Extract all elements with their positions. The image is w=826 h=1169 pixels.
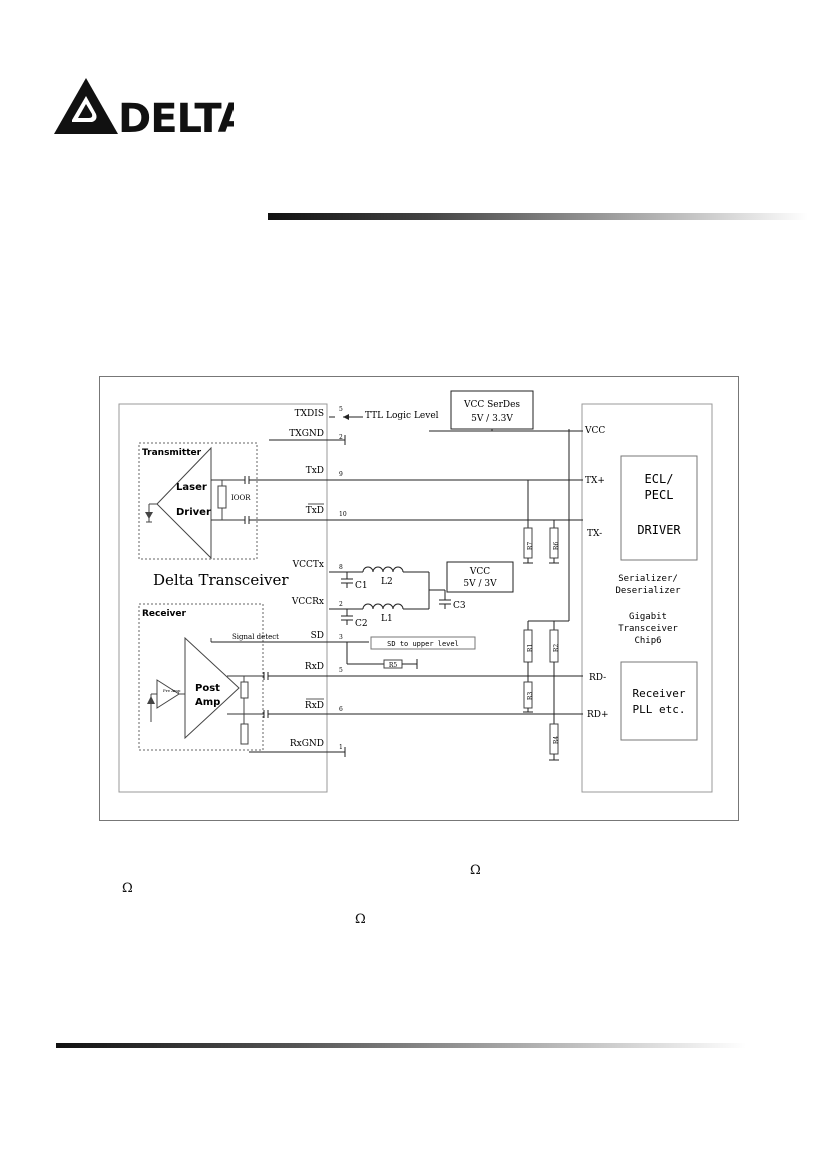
r3-label: R3 bbox=[527, 692, 534, 701]
vcc-local-voltage: 5V / 3V bbox=[463, 579, 497, 589]
laser-diode-symbol bbox=[145, 512, 153, 519]
transmitter-block bbox=[138, 442, 258, 560]
preamp-label: Pre Amp bbox=[163, 688, 181, 693]
serdes-outline bbox=[581, 403, 713, 793]
signal-detect-label: Signal detect bbox=[232, 633, 279, 641]
tx-resistor-label: IOOR bbox=[231, 494, 251, 502]
vcc-local-box bbox=[446, 561, 514, 593]
serdes-tx-minus-label: TX- bbox=[587, 529, 602, 539]
pin-txd-bar-label: TxD bbox=[306, 506, 324, 516]
pin-txd-bar-number: 10 bbox=[339, 511, 347, 518]
footer-rule bbox=[56, 1043, 746, 1048]
gigabit-label: Gigabit bbox=[629, 612, 667, 622]
c1-label: C1 bbox=[355, 581, 368, 591]
pin-vccrx-number: 2 bbox=[339, 601, 343, 608]
header-rule bbox=[268, 213, 808, 220]
pin-rxgnd-number: 1 bbox=[339, 744, 343, 751]
sd-upper-level-box bbox=[370, 636, 476, 650]
chip6-label: Chip6 bbox=[634, 636, 661, 646]
vcc-serdes-voltage: 5V / 3.3V bbox=[471, 414, 513, 424]
pin-txdis-label: TXDIS bbox=[295, 409, 324, 419]
omega-symbol-3: Ω bbox=[355, 912, 366, 927]
pin-rxd-bar-label: RxD bbox=[305, 701, 324, 711]
l2-label: L2 bbox=[381, 577, 393, 587]
pin-txd-number: 9 bbox=[339, 471, 343, 478]
deserializer-label: Deserializer bbox=[615, 586, 681, 596]
omega-symbol-1: Ω bbox=[470, 863, 481, 878]
laser-driver-triangle bbox=[156, 446, 212, 560]
ecl-pecl-driver-box bbox=[620, 455, 698, 561]
receiver-pll-box bbox=[620, 661, 698, 741]
transceiver-title: Delta Transceiver bbox=[153, 571, 289, 589]
pin-vcctx-number: 8 bbox=[339, 564, 343, 571]
post-label: Post bbox=[195, 683, 220, 694]
pin-vcctx-label: VCCTx bbox=[292, 560, 324, 570]
l1-label: L1 bbox=[381, 614, 393, 624]
r4-label: R4 bbox=[553, 736, 560, 745]
serdes-vcc-label: VCC bbox=[584, 426, 605, 436]
ttl-logic-label: TTL Logic Level bbox=[365, 411, 439, 421]
serializer-label: Serializer/ bbox=[618, 574, 678, 584]
transceiver-outline bbox=[118, 403, 328, 793]
pin-vccrx-label: VCCRx bbox=[291, 597, 324, 607]
omega-symbol-2: Ω bbox=[122, 881, 133, 896]
driver-label-serdes: DRIVER bbox=[637, 523, 681, 537]
receiver-block bbox=[138, 603, 264, 751]
post-amp-triangle bbox=[184, 636, 240, 740]
c3-label: C3 bbox=[453, 601, 466, 611]
inductor-l1 bbox=[362, 603, 404, 610]
pin-txgnd-number: 2 bbox=[339, 434, 343, 441]
pin-rxd-bar-number: 6 bbox=[339, 706, 343, 713]
pin-rxd-label: RxD bbox=[305, 662, 324, 672]
vcc-local-label: VCC bbox=[469, 567, 490, 577]
inductor-l2 bbox=[362, 566, 404, 573]
serdes-rd-minus-label: RD- bbox=[589, 673, 606, 683]
serdes-tx-plus-label: TX+ bbox=[585, 476, 605, 486]
c2-label: C2 bbox=[355, 619, 368, 629]
vcc-serdes-box bbox=[450, 390, 534, 430]
vcc-serdes-label: VCC SerDes bbox=[463, 400, 520, 410]
delta-logo: DELTA bbox=[54, 78, 234, 136]
r2-label: R2 bbox=[553, 644, 560, 653]
transmitter-title: Transmitter bbox=[142, 448, 202, 458]
pin-sd-number: 3 bbox=[339, 634, 343, 641]
logo-wordmark: DELTA bbox=[118, 96, 234, 136]
laser-label: Laser bbox=[176, 482, 207, 493]
pin-txdis-number: 5 bbox=[339, 406, 343, 413]
r6-label: R6 bbox=[553, 542, 560, 551]
r5-label: R5 bbox=[389, 662, 398, 669]
pin-txd-label: TxD bbox=[306, 466, 324, 476]
receiver-pll-line2: PLL etc. bbox=[633, 703, 686, 716]
receiver-pll-line1: Receiver bbox=[633, 687, 686, 700]
transceiver-circuit-diagram: VCC SerDes 5V / 3.3V Transmitter Laser D… bbox=[99, 376, 739, 821]
photodiode-symbol bbox=[147, 696, 155, 704]
driver-label: Driver bbox=[176, 507, 211, 518]
amp-label: Amp bbox=[195, 697, 220, 708]
pin-txgnd-label: TXGND bbox=[289, 429, 324, 439]
serdes-rd-plus-label: RD+ bbox=[587, 710, 609, 720]
transceiver-chip-label: Transceiver bbox=[618, 624, 678, 634]
pin-rxgnd-label: RxGND bbox=[290, 739, 324, 749]
pin-sd-label: SD bbox=[311, 631, 324, 641]
r7-label: R7 bbox=[527, 542, 534, 551]
sd-upper-level-label: SD to upper level bbox=[387, 640, 459, 648]
driver-ecl-label: ECL/ bbox=[645, 472, 674, 486]
receiver-title: Receiver bbox=[142, 609, 187, 619]
driver-pecl-label: PECL bbox=[645, 488, 674, 502]
pin-rxd-number: 5 bbox=[339, 667, 343, 674]
r1-label: R1 bbox=[527, 644, 534, 652]
